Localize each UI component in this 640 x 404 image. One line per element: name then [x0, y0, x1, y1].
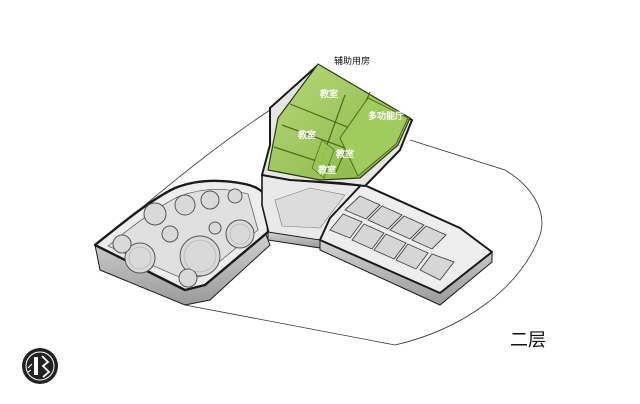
north-wing [261, 63, 413, 187]
school-emblem-icon [22, 348, 58, 384]
label-classroom-1: 教室 [319, 88, 338, 100]
label-multipurpose: 多功能厅 [368, 110, 404, 122]
label-classroom-4: 教室 [317, 164, 336, 176]
round-rooms [112, 188, 255, 288]
west-wing [93, 179, 271, 306]
label-auxiliary: 辅助用房 [334, 55, 370, 67]
central-link [261, 174, 367, 249]
floor-label: 二层 [510, 330, 546, 351]
room-labels: 教室 教室 教室 教室 多功能厅 [297, 88, 404, 176]
label-classroom-3: 教室 [335, 148, 354, 160]
east-wing [319, 183, 493, 306]
classroom-grid [329, 195, 455, 281]
label-classroom-2: 教室 [297, 129, 316, 141]
site-boundary [109, 109, 543, 346]
